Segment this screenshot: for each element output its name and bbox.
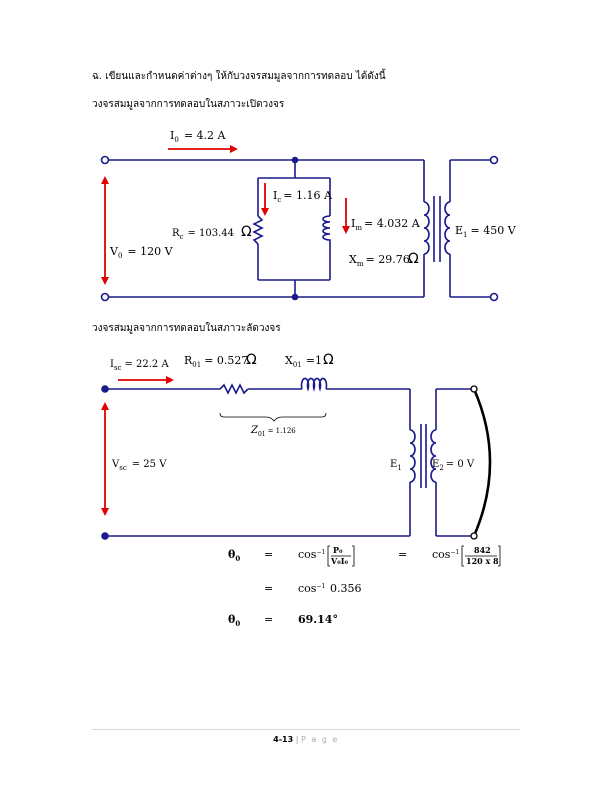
page-footer: 4-13 | P a g e <box>0 735 612 744</box>
bracket-2 <box>461 545 501 567</box>
equals-1: = <box>264 548 273 561</box>
sc-secondary-coil <box>430 429 437 483</box>
footer-divider <box>92 729 520 730</box>
cos-inverse-1: cos−1 <box>298 548 325 561</box>
fraction-2-numerator: 842 <box>474 545 491 555</box>
isc-label: Isc= 22.2 A <box>110 359 169 372</box>
rc-ohm-symbol: Ω <box>241 224 252 240</box>
open-circuit-heading: วงจรสมมูลจากการทดลอบในสภาวะเปิดวงจร <box>92 99 285 110</box>
equals-3: = <box>264 582 273 595</box>
short-circuit-link <box>472 388 492 537</box>
page-number: 4-13 <box>273 735 294 744</box>
x01-ohm-symbol: Ω <box>323 352 334 368</box>
sc-terminal-top-left <box>101 385 109 393</box>
oc-node-bottom <box>291 293 299 301</box>
theta-symbol-1: θ0 <box>228 548 240 563</box>
oc-secondary-coil <box>444 201 451 255</box>
xm-label: Xm= 29.76 <box>349 253 410 268</box>
oc-node-top <box>291 156 299 164</box>
open-circuit-arrows <box>101 145 350 285</box>
z01-label: Z01= 1.126 <box>250 425 296 438</box>
x01-inductor <box>300 377 328 392</box>
open-circuit-labels: I0= 4.2 A Ic= 1.16 A Im= 4.032 A Rc= 103… <box>109 129 517 268</box>
v0-label: V0= 120 V <box>109 245 174 260</box>
z01-brace <box>219 412 327 422</box>
vsc-label: Vsc= 25 V <box>111 459 167 472</box>
oc-terminal-bottom-left <box>100 292 110 302</box>
short-circuit-labels: Isc= 22.2 A R01= 0.527 Ω X01=1 Ω Z01= 1.… <box>110 352 475 472</box>
ic-label: Ic= 1.16 A <box>273 189 333 204</box>
cos-argument-value: 0.356 <box>330 582 362 595</box>
page-label: P a g e <box>300 735 339 744</box>
sc-terminal-bottom-right <box>470 532 478 540</box>
power-factor-equations: θ0 = cos−1 P₀ V₀I₀ = cos−1 842 120 x 8 =… <box>228 545 501 628</box>
bracket-1 <box>327 545 355 567</box>
equals-4: = <box>264 613 273 626</box>
e1-oc-label: E1= 450 V <box>455 224 517 239</box>
e2-label: E2= 0 V <box>432 459 475 472</box>
open-circuit-diagram <box>100 155 499 302</box>
theta-result-value: 69.14° <box>298 613 338 626</box>
i0-label: I0= 4.2 A <box>170 129 227 144</box>
xm-ohm-symbol: Ω <box>408 251 419 267</box>
sc-terminal-bottom-left <box>101 532 109 540</box>
short-circuit-heading: วงจรสมมูลจากการทดลอบในสภาวะลัดวงจร <box>92 323 281 334</box>
short-circuit-arrows <box>101 376 174 516</box>
question-heading: ฉ. เขียนและกำหนดค่าต่างๆ ให้กับวงจรสมมูล… <box>92 71 386 82</box>
sc-primary-coil <box>409 429 416 483</box>
r01-ohm-symbol: Ω <box>246 352 257 368</box>
footer-separator: | <box>295 735 299 744</box>
xm-inductor <box>322 215 331 244</box>
e1-sc-label: E1 <box>390 459 402 472</box>
oc-terminal-top-left <box>100 155 110 165</box>
r01-resistor <box>219 383 249 395</box>
short-circuit-diagram <box>101 377 492 540</box>
sc-terminal-top-right <box>470 385 478 393</box>
fraction-1-denominator: V₀I₀ <box>330 556 348 566</box>
oc-terminal-top-right <box>489 155 499 165</box>
rc-label: Rc= 103.44 <box>172 228 234 241</box>
oc-primary-coil <box>423 201 430 255</box>
im-label: Im= 4.032 A <box>351 217 421 232</box>
cos-inverse-2: cos−1 <box>432 548 459 561</box>
equals-2: = <box>398 548 407 561</box>
theta-symbol-2: θ0 <box>228 613 240 628</box>
oc-terminal-bottom-right <box>489 292 499 302</box>
x01-label: X01=1 <box>285 354 322 369</box>
fraction-1-numerator: P₀ <box>333 545 343 555</box>
r01-label: R01= 0.527 <box>184 354 248 369</box>
fraction-2-denominator: 120 x 8 <box>466 556 499 566</box>
cos-inverse-3: cos−1 <box>298 582 325 595</box>
rc-resistor <box>252 215 264 245</box>
